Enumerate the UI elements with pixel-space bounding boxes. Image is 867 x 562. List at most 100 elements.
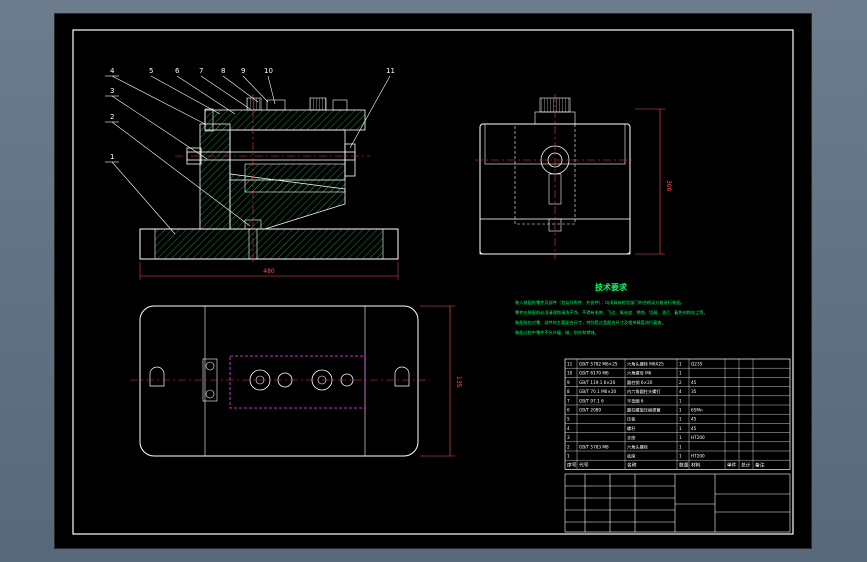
bom-cell: Q235 xyxy=(691,362,703,367)
balloon-4: 4 xyxy=(110,67,115,75)
top-hidden xyxy=(229,355,366,409)
bom-cell: 螺杆 xyxy=(627,425,636,432)
balloon-5: 5 xyxy=(149,67,153,75)
bom-cell: GB/T 97.1 6 xyxy=(579,398,604,403)
top-view[interactable]: 135 xyxy=(130,305,462,457)
balloon-labels: 4 5 6 7 8 9 10 11 3 2 1 xyxy=(110,67,395,161)
top-outline xyxy=(139,305,419,457)
balloon-8: 8 xyxy=(221,67,225,75)
bom-cell: 六角头螺栓 M6X25 xyxy=(627,361,664,368)
bom-header-cell: 总计 xyxy=(741,462,751,469)
bom-cell: 2 xyxy=(679,380,682,385)
pin-left xyxy=(204,108,214,132)
bom-cell: 45 xyxy=(691,426,697,431)
bom-cell: 45 xyxy=(691,380,697,385)
bom-cell: 圆柱销 6×20 xyxy=(627,379,653,386)
bom-cell: 65Mn xyxy=(691,408,703,413)
bom-cell: 11 xyxy=(567,362,573,367)
end-plate xyxy=(344,143,356,177)
bom-cell: 6 xyxy=(567,408,570,413)
bom-cell: 3 xyxy=(567,435,570,440)
bom-header-cell: 材料 xyxy=(691,462,701,469)
side-view[interactable]: 300 xyxy=(475,94,672,259)
bom-cell: 1 xyxy=(679,435,682,440)
bom-cell: 35 xyxy=(691,389,697,394)
slot-left xyxy=(149,366,165,387)
bom-cell: HT200 xyxy=(691,435,705,440)
bom-cell: 底座 xyxy=(627,453,635,460)
bom-cell: 平垫圈 6 xyxy=(627,397,644,404)
bom-cell: 45 xyxy=(691,417,697,422)
bom-cell: GB/T 6170 M6 xyxy=(579,371,609,376)
balloon-6: 6 xyxy=(175,67,180,75)
bom-cell: GB/T 5782 M6×25 xyxy=(579,362,618,367)
bom-cell: 10 xyxy=(567,371,573,376)
bom-cell: 六角头螺栓 xyxy=(627,443,649,450)
balloon-9: 9 xyxy=(241,67,245,75)
bom-header-cell: 数量 xyxy=(679,462,689,469)
bom-cell: GB/T 70.1 M6×20 xyxy=(579,389,617,394)
bom-cell: 内六角圆柱头螺钉 xyxy=(627,388,661,395)
bom-cell: GB/T 119.1 6×20 xyxy=(579,380,616,385)
tech-line-2: 零件在装配前必须清理和清洗干净，不得有毛刺、飞边、氧化皮、锈蚀、切屑、油污、着色… xyxy=(515,309,708,316)
bom-cell: 1 xyxy=(679,362,682,367)
bom-cell: 1 xyxy=(679,371,682,376)
bom-header-cell: 序号 xyxy=(567,462,577,469)
bom-cell: HT200 xyxy=(691,454,705,459)
bom-cell: 4 xyxy=(567,426,570,431)
tech-line-1: 装入装配的零件及部件（包括外购件、外协件），均须具有检验部门的合格证方能进行装配… xyxy=(515,299,685,306)
cad-drawing[interactable]: 480 4 5 xyxy=(55,14,811,548)
bom-header-cell: 备注 xyxy=(755,462,765,469)
bom-cell: 4 xyxy=(679,389,682,394)
bom-cell: 1 xyxy=(679,444,682,449)
dim-text-top: 135 xyxy=(455,376,462,388)
tech-line-4: 装配过程中零件不允许磕、碰、划伤和锈蚀。 xyxy=(515,329,599,336)
side-hidden xyxy=(514,123,576,225)
tech-requirements: 技术要求 装入装配的零件及部件（包括外购件、外协件），均须具有检验部门的合格证方… xyxy=(515,282,708,336)
front-view[interactable]: 480 xyxy=(139,94,399,280)
knob-left xyxy=(246,97,262,111)
bom-cell: 1 xyxy=(679,417,682,422)
clamp-body xyxy=(204,109,366,131)
bom-cell: GB/T 2089 xyxy=(579,408,601,413)
bom-cell: 1 xyxy=(679,408,682,413)
balloon-2: 2 xyxy=(110,113,114,121)
balloon-10: 10 xyxy=(264,67,273,75)
bom-header-cell: 代号 xyxy=(579,462,589,469)
support-column xyxy=(199,123,231,230)
bom-cell: 六角螺母 M6 xyxy=(627,370,652,377)
bom-cell: 圆柱螺旋压缩弹簧 xyxy=(627,407,661,414)
slot-right xyxy=(394,366,410,387)
drawing-border xyxy=(72,29,794,535)
bom-cell: 1 xyxy=(679,398,682,403)
dim-text-width: 480 xyxy=(263,268,275,275)
bom-header-cell: 单件 xyxy=(727,462,737,469)
bom-header-cell: 名称 xyxy=(627,462,637,469)
bom-cell: 2 xyxy=(567,444,570,449)
title-block[interactable] xyxy=(564,473,791,533)
bom-cell: 1 xyxy=(679,426,682,431)
balloon-7: 7 xyxy=(199,67,203,75)
balloon-11: 11 xyxy=(386,67,395,75)
bom-cell: 1 xyxy=(679,454,682,459)
bom-cell: 压板 xyxy=(627,416,636,423)
drawing-sheet[interactable]: 480 4 5 xyxy=(54,13,812,549)
bom-cell: 5 xyxy=(567,417,570,422)
slide-block xyxy=(244,163,346,193)
balloon-3: 3 xyxy=(110,87,114,95)
bom-cell: 9 xyxy=(567,380,570,385)
bom-cell: 1 xyxy=(567,454,570,459)
tech-title: 技术要求 xyxy=(595,282,628,292)
bom-cell: 8 xyxy=(567,389,570,394)
knob-end xyxy=(332,99,348,111)
dim-text-height: 300 xyxy=(665,180,672,192)
balloon-group xyxy=(105,75,391,235)
bom-cell: 支座 xyxy=(627,434,635,441)
balloon-1: 1 xyxy=(110,153,114,161)
knob-right xyxy=(309,97,327,111)
bom-cell: GB/T 5783 M8 xyxy=(579,444,609,449)
bom-cell: 7 xyxy=(567,398,570,403)
tech-line-3: 装配前应对零、部件的主要配合尺寸，特别是过盈配合尺寸及相关精度进行复查。 xyxy=(515,319,666,326)
